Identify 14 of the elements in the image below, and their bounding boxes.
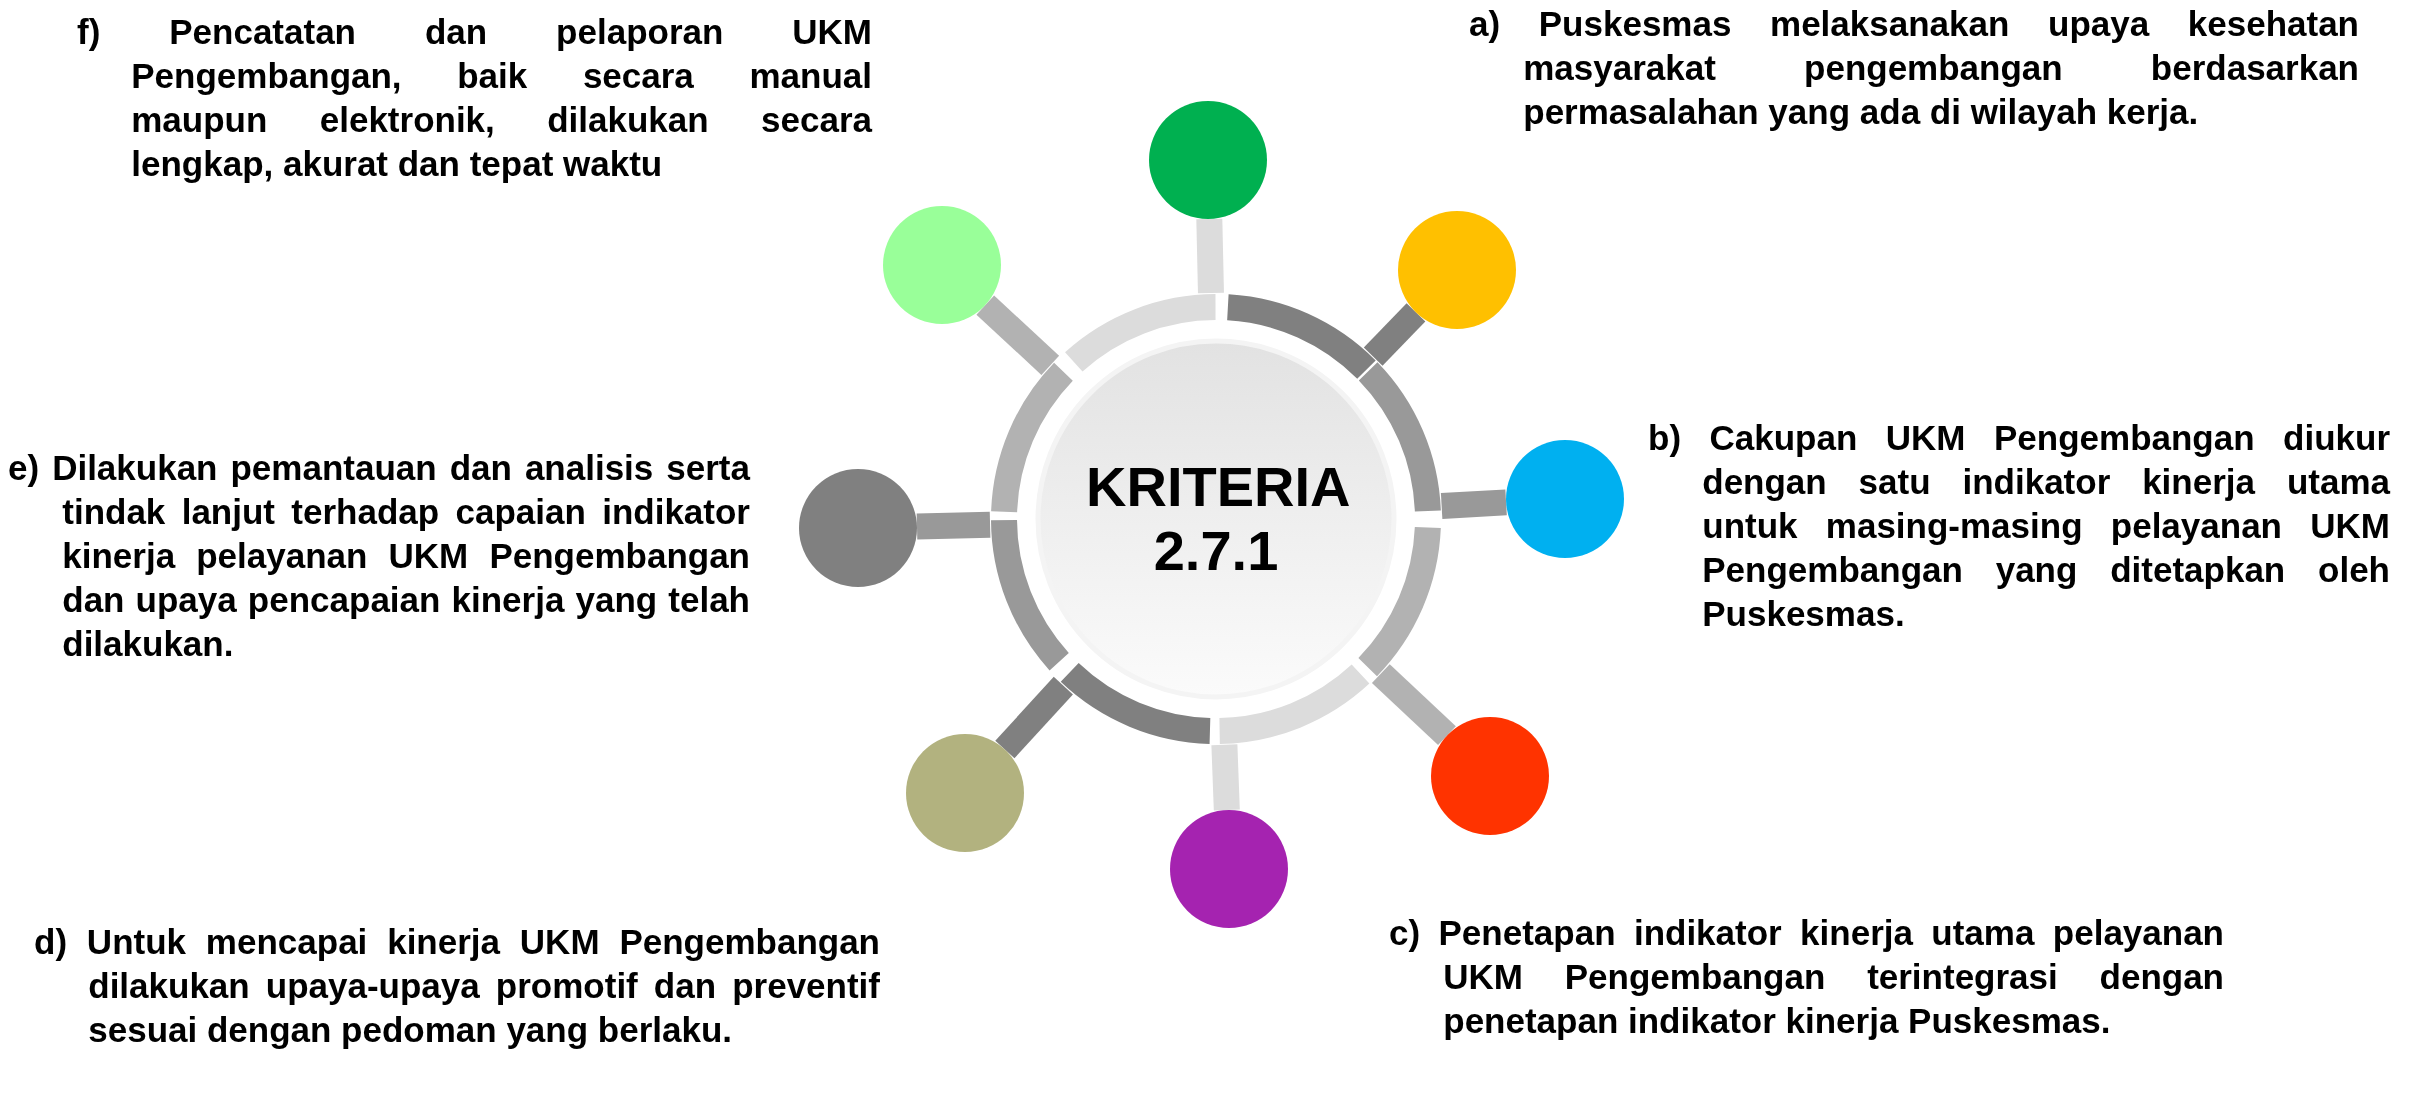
- criterion-text: a) Puskesmas melaksanakan upaya kesehatan masyarakat pengembangan berdasarkan permasalahan yang ada di wilayah kerja.: [1469, 3, 2359, 133]
- spoke-connector: [1196, 218, 1224, 294]
- criterion-text: b) Cakupan UKM Pengembangan diukur dengan satu indikator kinerja utama untuk masing-masing pelayanan UKM Pengembangan yang ditetapkan oleh Puskesmas.: [1648, 417, 2390, 635]
- spoke-connector: [1440, 489, 1507, 520]
- criterion-text: c) Penetapan indikator kinerja utama pelayanan UKM Pengembangan terintegrasi dengan penetapan indikator kinerja Puskesmas.: [1389, 912, 2224, 1042]
- criterion-text: d) Untuk mencapai kinerja UKM Pengembangan dilakukan upaya-upaya promotif dan preventif sesuai dengan pedoman yang berlaku.: [34, 921, 880, 1051]
- spoke-connector: [1363, 303, 1426, 366]
- spoke-connector: [995, 676, 1073, 759]
- spoke-connector: [1211, 744, 1240, 811]
- criterion-text: e) Dilakukan pemantauan dan analisis serta tindak lanjut terhadap capaian indikator kinerja pelayanan UKM Pengembangan dan upaya pencapaian kinerja yang telah dilakukan.: [8, 447, 750, 665]
- spoke-connector: [1371, 664, 1456, 746]
- spoke-connector: [916, 511, 991, 540]
- spoke-connector: [976, 295, 1060, 375]
- criterion-text: f) Pencatatan dan pelaporan UKM Pengembangan, baik secara manual maupun elektronik, dilakukan secara lengkap, akurat dan tepat waktu: [77, 11, 872, 185]
